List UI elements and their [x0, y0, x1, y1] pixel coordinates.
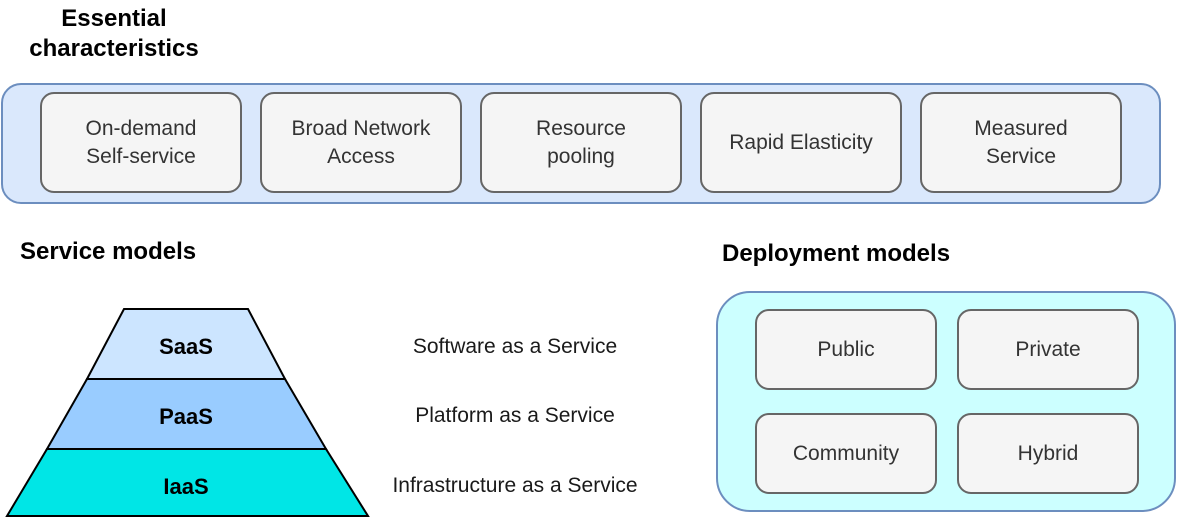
deploy-community: Community: [755, 413, 937, 494]
iaas-label: IaaS: [163, 474, 208, 499]
char-broad-network-access: Broad Network Access: [260, 92, 462, 193]
deployment-models-title: Deployment models: [722, 240, 951, 267]
paas-description: Platform as a Service: [415, 404, 615, 427]
paas-label: PaaS: [159, 404, 213, 429]
service-models-pyramid: SaaS PaaS IaaS: [5, 308, 370, 517]
deploy-public: Public: [755, 309, 937, 390]
iaas-layer: [5, 448, 370, 517]
essential-characteristics-title: Essential characteristics: [29, 5, 199, 62]
char-rapid-elasticity: Rapid Elasticity: [700, 92, 902, 193]
char-resource-pooling: Resource pooling: [480, 92, 682, 193]
saas-label: SaaS: [159, 334, 213, 359]
saas-description: Software as a Service: [412, 335, 618, 358]
char-measured-service: Measured Service: [920, 92, 1122, 193]
char-on-demand-self-service: On-demand Self-service: [40, 92, 242, 193]
deploy-hybrid: Hybrid: [957, 413, 1139, 494]
iaas-description: Infrastructure as a Service: [392, 474, 638, 497]
deploy-private: Private: [957, 309, 1139, 390]
service-models-title: Service models: [20, 238, 197, 265]
